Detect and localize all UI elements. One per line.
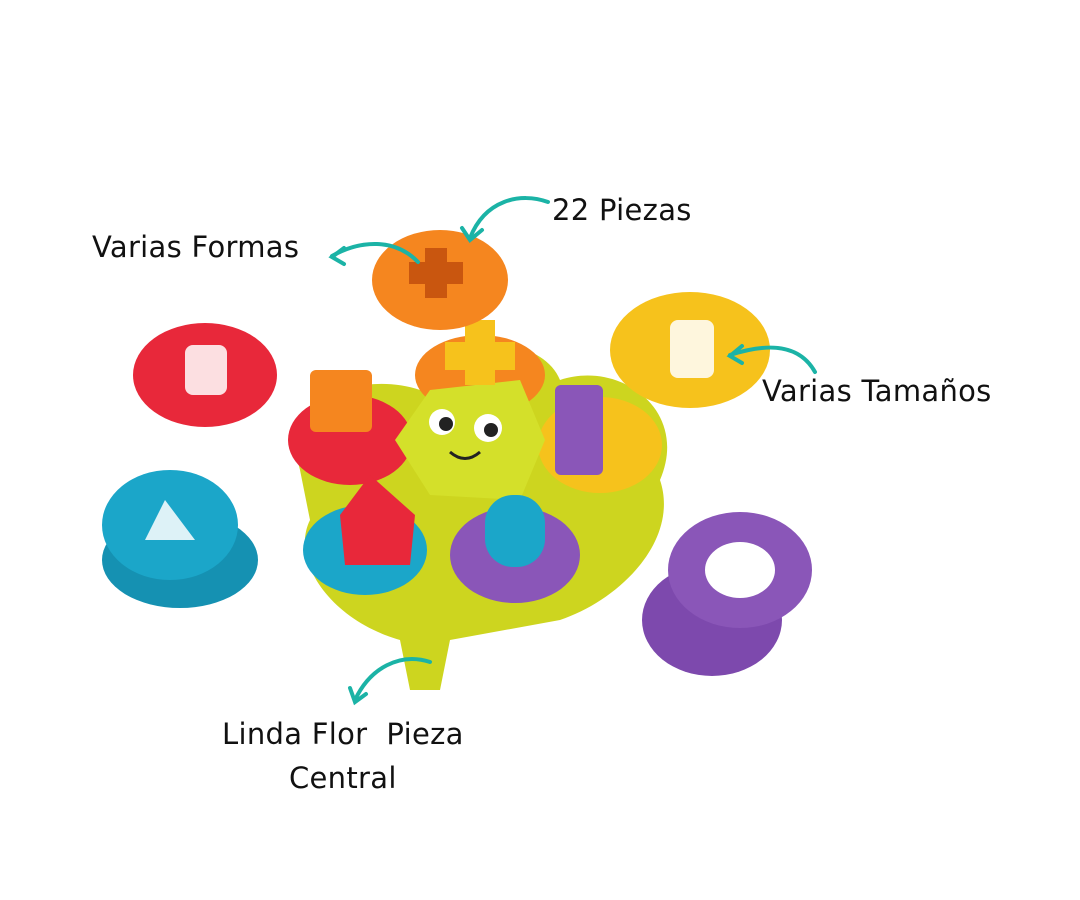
flower-base	[288, 320, 668, 690]
annotation-22-pieces: 22 Piezas	[552, 193, 692, 227]
annotation-flower-center-piece: Linda Flor Pieza Central	[222, 712, 464, 800]
annotation-various-shapes: Varias Formas	[92, 230, 300, 264]
annotation-flower-line2: Central	[288, 761, 397, 795]
annotation-arrows	[328, 196, 817, 706]
arrow-sizes	[728, 345, 817, 374]
smiley-face-piece	[395, 380, 545, 500]
loose-shape-rings	[102, 230, 812, 676]
arrow-pieces	[468, 196, 550, 240]
annotation-flower-line1: Linda Flor Pieza	[222, 717, 464, 751]
arrow-flower	[353, 657, 432, 702]
annotation-various-sizes: Varias Tamaños	[762, 374, 992, 408]
